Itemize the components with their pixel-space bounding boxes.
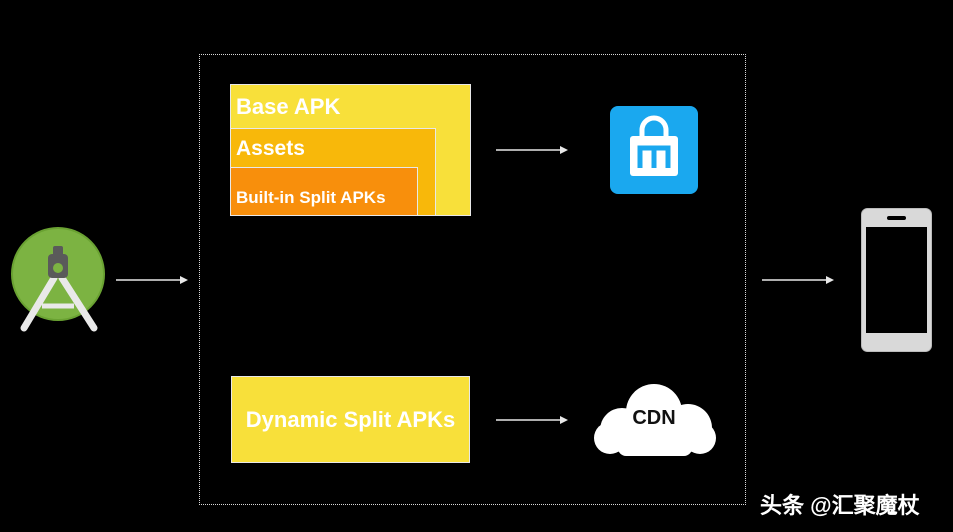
cdn-label: CDN (632, 407, 676, 429)
arrow-build-to-device (762, 276, 834, 284)
build-output-frame (199, 54, 746, 505)
watermark: 头条 @汇聚魔杖 (760, 493, 920, 518)
arrow-base-to-store (496, 146, 568, 154)
arrow-dynamic-to-cdn (496, 416, 568, 424)
builtin-split-box: Built-in Split APKs (230, 167, 418, 216)
builtin-split-label: Built-in Split APKs (236, 188, 386, 207)
android-studio-icon (11, 227, 105, 332)
assets-label: Assets (236, 137, 305, 160)
cloud-icon (594, 384, 716, 456)
dynamic-split-label: Dynamic Split APKs (245, 406, 456, 432)
base-apk-label: Base APK (236, 94, 341, 119)
app-store-bag-icon (610, 106, 698, 194)
arrow-studio-to-build (116, 276, 188, 284)
dynamic-split-box: Dynamic Split APKs (231, 376, 470, 463)
smartphone-icon (861, 208, 932, 352)
